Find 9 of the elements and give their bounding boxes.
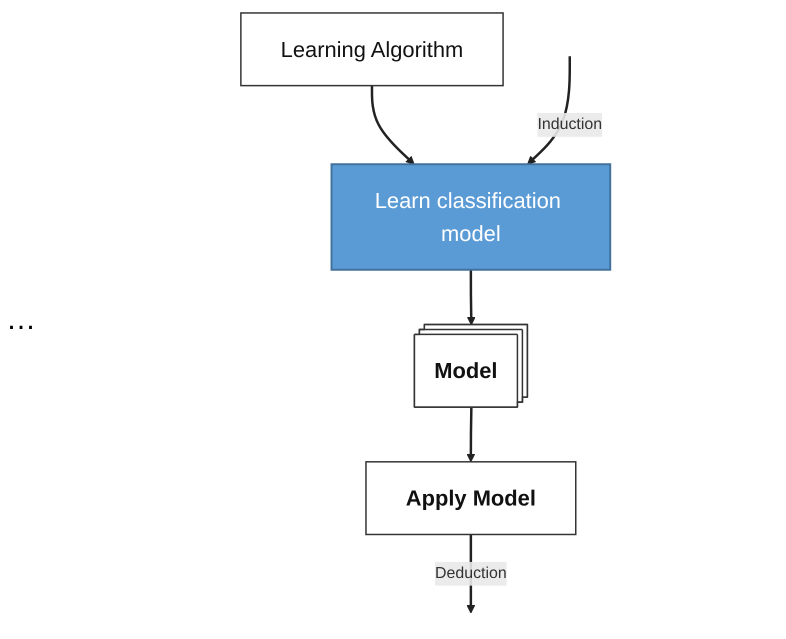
node-box: Learn classification model — [331, 162, 612, 270]
arrow — [467, 269, 476, 325]
node-box: Learning Algorithm — [240, 12, 504, 86]
node-box: Apply Model — [366, 460, 577, 535]
arrow — [371, 85, 416, 164]
arrow — [466, 407, 476, 462]
edge-label: Deduction — [435, 564, 508, 582]
ellipsis-note: … — [6, 302, 37, 336]
edge-label: Induction — [538, 115, 603, 132]
